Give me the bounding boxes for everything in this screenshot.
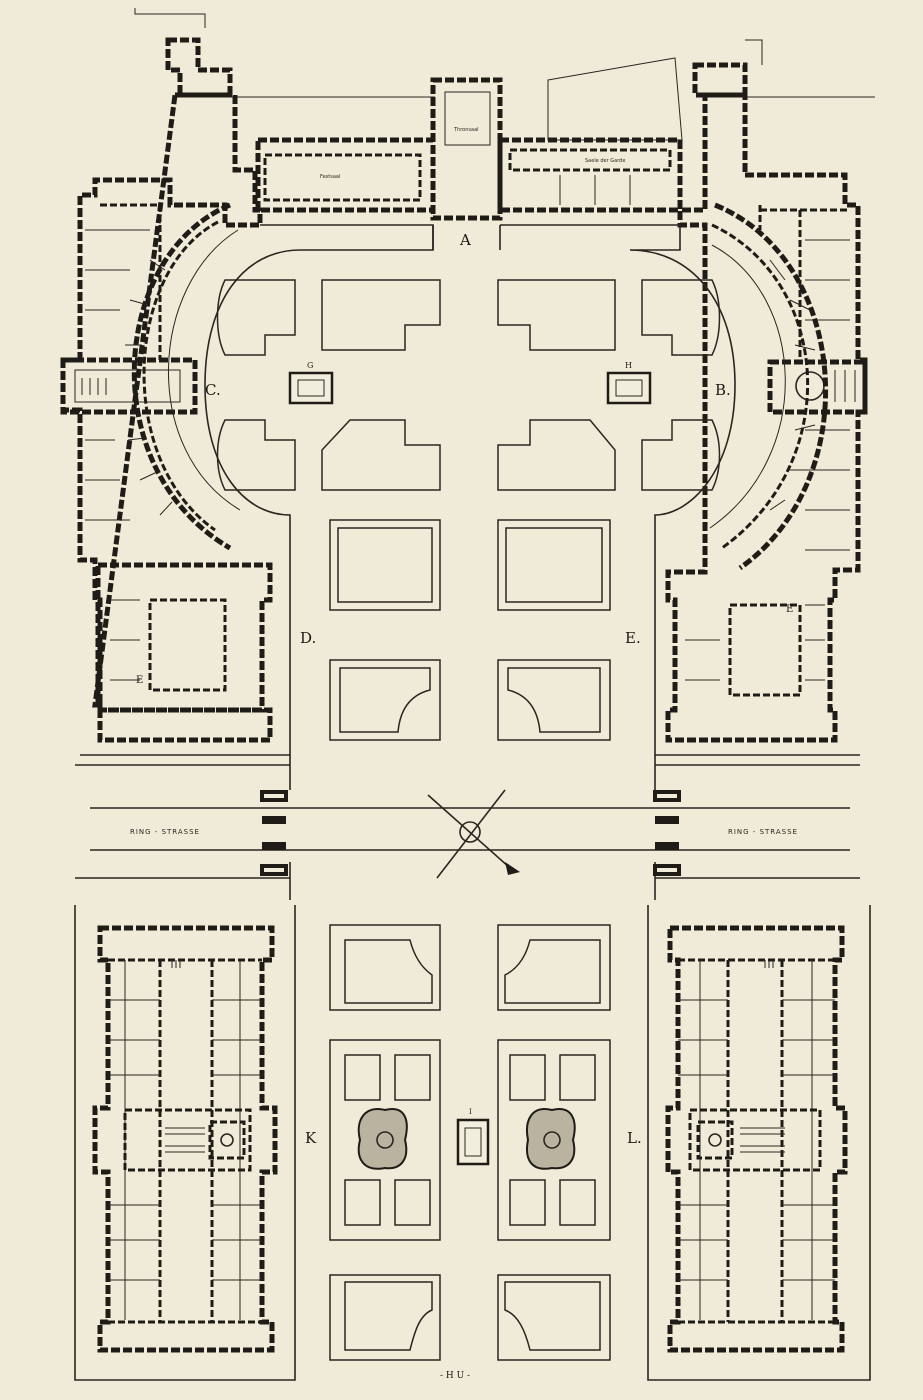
label-f-left: E [136, 675, 143, 686]
monument-i [456, 1118, 490, 1166]
left-hall-label: Festsaal [320, 174, 340, 180]
label-c: C. [205, 381, 221, 399]
street-label-left: RING - STRASSE [130, 828, 200, 836]
pavilion-c [60, 357, 198, 415]
label-k: K [305, 1129, 317, 1147]
right-hall-label: Saele der Garde [585, 158, 625, 164]
museum-left [74, 905, 296, 1381]
label-d: D. [300, 629, 316, 647]
pavilion-b [767, 359, 868, 415]
label-e: E. [625, 629, 641, 647]
label-i: I [469, 1108, 472, 1116]
label-g: G [307, 361, 313, 370]
throne-hall-label: Thronsaal [453, 127, 479, 133]
plan-labels: A C. B. G H D. E. K L. I - H U - [205, 231, 731, 1381]
fountain-left [357, 1108, 408, 1170]
label-f-right: E [786, 604, 793, 615]
museum-square [329, 924, 611, 1361]
ring-strasse: RING - STRASSE RING - STRASSE [75, 755, 860, 900]
museum-right [647, 905, 871, 1381]
palace-complex: Thronsaal Festsaal Saele der Garde E [60, 8, 875, 743]
fountain-right [526, 1108, 576, 1170]
label-b: B. [715, 381, 731, 399]
monument-h [606, 371, 652, 405]
label-a: A [459, 231, 471, 249]
scale-mark: - H U - [440, 1371, 470, 1381]
label-h: H [625, 361, 632, 370]
street-label-right: RING - STRASSE [728, 828, 798, 836]
monument-g [288, 371, 334, 405]
label-l: L. [627, 1129, 642, 1147]
heldenplatz [80, 224, 860, 756]
